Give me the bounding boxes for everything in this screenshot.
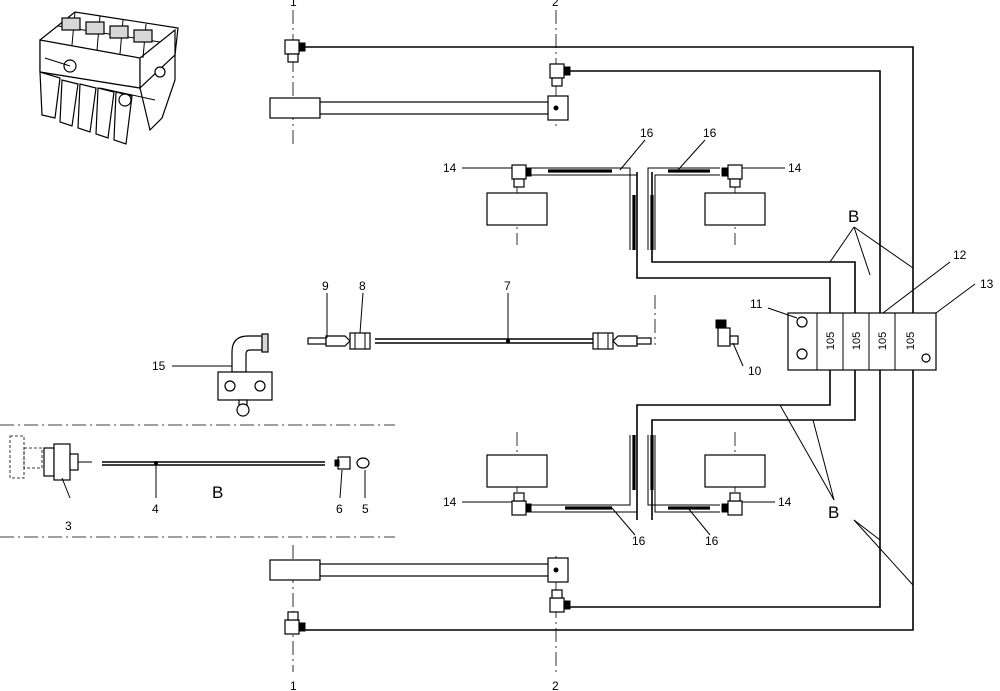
callout-b-top: B (848, 207, 859, 226)
valve-section-label: 105 (905, 332, 917, 350)
cylinder-top (269, 95, 569, 121)
fitting-1-top (284, 39, 306, 63)
callout-8: 8 (359, 279, 366, 293)
valve-bank: 105 105 105 105 (787, 312, 937, 371)
callout-16-bottom-right: 16 (705, 534, 719, 548)
callout-5: 5 (362, 502, 369, 516)
callout-14-top-right: 14 (788, 161, 802, 175)
callout-15: 15 (152, 359, 166, 373)
machine-thumbnail (39, 11, 179, 145)
callout-16-top-right: 16 (703, 126, 717, 140)
fitting-14-top-right (721, 164, 743, 188)
fitting-14-bottom-left (511, 492, 532, 516)
hose-16-bottom-left (530, 435, 638, 513)
fitting-1-bottom (284, 611, 306, 635)
callout-labels: 1 2 1 2 16 16 14 14 B 12 13 11 10 9 8 7 … (65, 0, 994, 691)
leader-lines (61, 139, 976, 586)
callout-13: 13 (980, 277, 994, 291)
line-assembly-7 (307, 332, 652, 350)
callout-11: 11 (750, 297, 763, 311)
fitting-10 (715, 319, 739, 347)
callout-2-top: 2 (552, 0, 559, 9)
callout-16-bottom-left: 16 (632, 534, 646, 548)
part-15-elbow-block (217, 333, 273, 417)
hose-16-top-right (647, 167, 720, 250)
callout-14-bottom-left: 14 (443, 495, 457, 509)
valve-section-label: 105 (851, 332, 863, 350)
actuator-blocks (486, 192, 766, 488)
hose-16-bottom-right (647, 435, 720, 513)
callout-b-bottom: B (828, 503, 839, 522)
callout-16-top-left: 16 (640, 126, 654, 140)
valve-section-label: 105 (877, 332, 889, 350)
callout-14-top-left: 14 (443, 161, 457, 175)
hose-16-top-left (530, 167, 638, 250)
callout-9: 9 (322, 279, 329, 293)
detail-b-assembly (9, 435, 370, 481)
callout-7: 7 (504, 279, 511, 293)
callout-2-bottom: 2 (552, 679, 559, 691)
callout-12: 12 (953, 248, 967, 262)
valve-section-label: 105 (825, 332, 837, 350)
callout-10: 10 (748, 364, 762, 378)
fitting-2-top (549, 63, 571, 87)
cylinder-bottom (269, 557, 569, 583)
callout-4: 4 (152, 502, 159, 516)
fitting-2-bottom (549, 589, 571, 613)
fitting-14-bottom-right (721, 492, 743, 516)
callout-6: 6 (336, 502, 343, 516)
callout-1-bottom: 1 (290, 679, 297, 691)
callout-b-detail: B (212, 483, 223, 502)
fitting-14-top-left (511, 164, 532, 188)
callout-1-top: 1 (290, 0, 297, 9)
callout-3: 3 (65, 519, 72, 533)
callout-14-bottom-right: 14 (778, 495, 792, 509)
